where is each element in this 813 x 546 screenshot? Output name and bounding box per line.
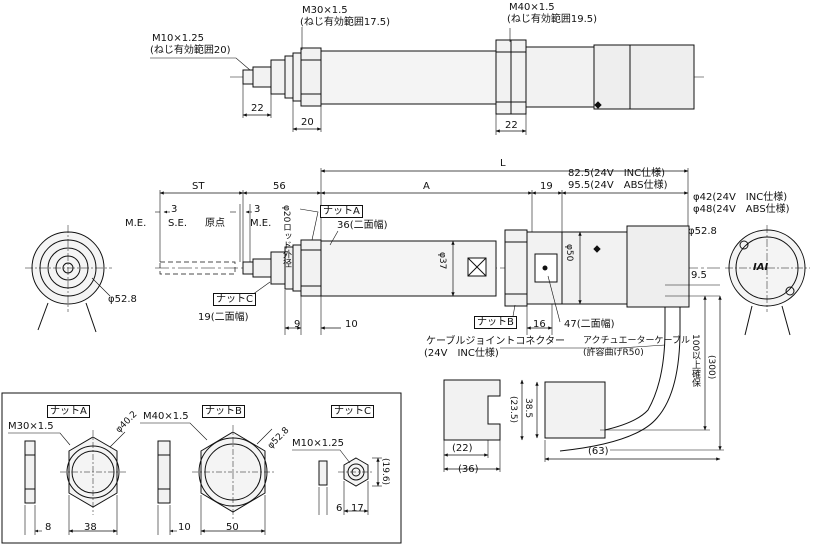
dim-36-across: 36(二面幅) (337, 220, 388, 231)
iai-logo: IAI (753, 262, 769, 273)
nut-c-across: 17 (351, 503, 364, 514)
dim-L: L (500, 158, 506, 169)
nut-a-across: 38 (84, 522, 97, 533)
dim-22-conn: (22) (452, 443, 473, 454)
dim-length-abs: 95.5(24V ABS仕様) (568, 180, 668, 191)
nut-b-width: 10 (178, 522, 191, 533)
label-nut-b: ナットB (474, 316, 517, 329)
dim-16: 16 (533, 319, 546, 330)
dim-dia-528-right: φ52.8 (688, 226, 717, 237)
label-cable-joint-spec: (24V INC仕様) (424, 348, 499, 359)
main-actuator-view (155, 168, 724, 472)
nut-a-width: 8 (45, 522, 52, 533)
dim-9: 9 (294, 319, 301, 330)
dim-dia-inc: φ42(24V INC仕様) (693, 192, 788, 203)
dim-38-5: 38.5 (523, 398, 533, 419)
dim-22-top-right: 22 (505, 120, 518, 131)
label-m30-thread: M30×1.5 (302, 5, 348, 16)
dim-9-5: 9.5 (691, 270, 707, 281)
nut-detail-box (1, 392, 402, 544)
dim-dia-37: φ37 (437, 252, 447, 270)
nut-b-thread: M40×1.5 (143, 411, 189, 422)
title-nut-c: ナットC (331, 405, 374, 418)
dim-19-across: 19(二面幅) (198, 312, 249, 323)
label-m10-range: (ねじ有効範囲20) (150, 45, 231, 56)
dim-22-top-left: 22 (251, 103, 264, 114)
label-rod-od: φ20ロッド外径 (281, 205, 291, 268)
nut-a-thread: M30×1.5 (8, 421, 54, 432)
label-me-left: M.E. (125, 218, 147, 229)
title-nut-a: ナットA (47, 405, 90, 418)
dim-36-conn: (36) (458, 464, 479, 475)
dim-dia-50: φ50 (564, 244, 574, 262)
dim-dia-abs: φ48(24V ABS仕様) (693, 204, 790, 215)
dim-dia-528-left: φ52.8 (108, 294, 137, 305)
label-m40-thread: M40×1.5 (509, 2, 555, 13)
nut-b-across: 50 (226, 522, 239, 533)
label-m40-range: (ねじ有効範囲19.5) (507, 14, 598, 25)
label-nut-a: ナットA (320, 205, 363, 218)
title-nut-b: ナットB (202, 405, 245, 418)
label-actuator-cable: アクチュエーターケーブル (583, 336, 691, 346)
nut-c-width: 6 (336, 503, 343, 514)
left-end-view (25, 225, 112, 333)
dim-47-across: 47(二面幅) (564, 319, 615, 330)
label-me-right: M.E. (250, 218, 272, 229)
dim-length-inc: 82.5(24V INC仕様) (568, 168, 666, 179)
label-se: S.E. (168, 218, 188, 229)
dim-A: A (423, 181, 430, 192)
dim-63: (63) (588, 446, 609, 457)
label-nut-c: ナットC (213, 293, 256, 306)
dim-300: (300) (706, 355, 716, 380)
dim-3-right: 3 (254, 204, 261, 215)
dim-ST: ST (192, 181, 205, 192)
dim-20-top: 20 (301, 117, 314, 128)
label-origin: 原点 (205, 218, 225, 229)
dim-56: 56 (273, 181, 286, 192)
dim-19: 19 (540, 181, 553, 192)
dim-10: 10 (345, 319, 358, 330)
dim-3-left: 3 (171, 204, 178, 215)
right-end-view (725, 225, 810, 336)
label-m10-thread: M10×1.25 (152, 33, 204, 44)
dim-100-min: 100以上確保 (690, 334, 700, 388)
label-cable-joint: ケーブルジョイントコネクター (426, 336, 565, 347)
label-m30-range: (ねじ有効範囲17.5) (300, 17, 391, 28)
top-actuator-view (150, 27, 705, 135)
nut-c-height: (19.6) (380, 458, 390, 486)
label-bend-radius: (許容曲げR50) (583, 348, 644, 358)
dim-23-5: (23.5) (508, 396, 518, 424)
nut-c-thread: M10×1.25 (292, 438, 344, 449)
